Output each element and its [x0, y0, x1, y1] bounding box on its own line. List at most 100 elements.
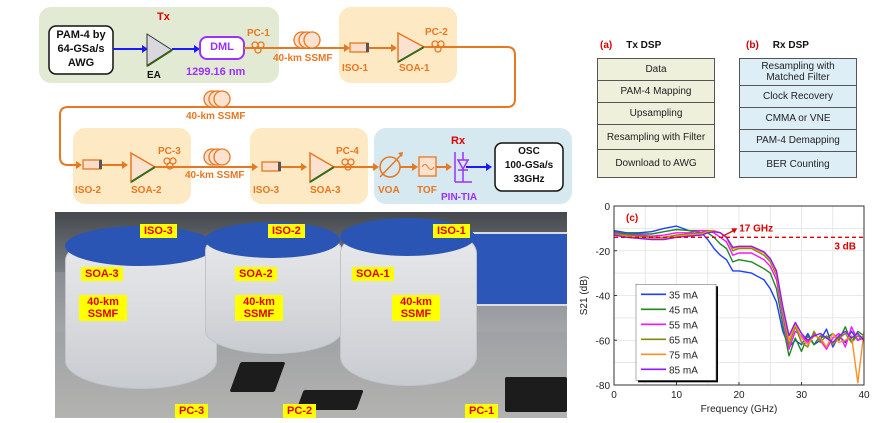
panel-tag-a: (a)	[600, 40, 613, 51]
iso3-label: ISO-3	[253, 185, 280, 196]
tx-dsp-step: Data	[598, 59, 714, 81]
fiber-loop	[59, 46, 516, 166]
osc-label: OSC 100-GSa/s 33GHz	[495, 145, 563, 187]
iso1-icon	[349, 42, 369, 53]
soa1-label: SOA-1	[399, 63, 430, 74]
pc1-device	[505, 377, 567, 412]
photo-tag-iso3: ISO-3	[140, 224, 177, 238]
photo-tag-pc1: PC-1	[465, 404, 499, 418]
ea-label: EA	[147, 70, 161, 81]
panel-tag-c: (c)	[626, 213, 638, 224]
tx-label: Tx	[157, 11, 170, 23]
tag-line: SSMF	[243, 308, 275, 320]
pc2-label: PC-2	[425, 27, 448, 38]
photo-tag-soa2: SOA-2	[235, 267, 277, 281]
y-tick-label: 0	[604, 202, 610, 213]
arrow-icon	[194, 45, 200, 53]
series-line-65mA	[613, 229, 865, 348]
arrow-icon	[142, 45, 148, 53]
rx-dsp-title: (b) Rx DSP	[746, 40, 809, 51]
tag-line: 40-km	[87, 296, 119, 308]
pc3-label: PC-3	[158, 146, 181, 157]
osc-line: 33GHz	[513, 174, 545, 185]
osc-line: 100-GSa/s	[504, 160, 554, 171]
x-tick-label: 0	[611, 390, 617, 401]
tx-dsp-step: Resampling with Filter	[598, 125, 714, 150]
y-tick-label: -40	[596, 292, 611, 303]
x-tick-label: 40	[858, 390, 870, 401]
awg-line: AWG	[67, 57, 95, 69]
x-tick-label: 20	[733, 390, 745, 401]
pc1-icon	[251, 41, 265, 54]
fiber-spool-icon	[203, 90, 231, 108]
legend-label: 55 mA	[669, 320, 698, 331]
osc-line: OSC	[518, 146, 540, 157]
panel-tag-b: (b)	[746, 40, 759, 51]
y-axis-label: S21 (dB)	[579, 276, 590, 315]
pc4-label: PC-4	[336, 146, 359, 157]
awg-label: PAM-4 by 64-GSa/s AWG	[49, 28, 113, 70]
y-tick-label: -80	[596, 381, 611, 392]
voa-label: VOA	[378, 185, 400, 196]
osc-box	[494, 142, 564, 192]
awg-line: PAM-4 by	[56, 29, 106, 41]
rx-dsp-step: Resampling with Matched Filter	[740, 59, 856, 86]
rx-dsp-step: CMMA or VNE	[740, 108, 856, 130]
soa2-label: SOA-2	[131, 185, 162, 196]
x-tick-label: 10	[671, 390, 683, 401]
lab-photo: ISO-3 ISO-2 ISO-1 SOA-3 SOA-2 SOA-1 40-k…	[55, 212, 567, 418]
iso3-icon	[261, 161, 281, 172]
photo-tag-pc3: PC-3	[175, 404, 209, 418]
iso2-label: ISO-2	[75, 185, 102, 196]
tag-line: SSMF	[400, 308, 432, 320]
tx-dsp-heading: Tx DSP	[626, 40, 662, 51]
tx-dsp-step: Upsampling	[598, 103, 714, 125]
arrow-head-icon	[731, 228, 738, 234]
awg-line: 64-GSa/s	[57, 43, 105, 55]
iso1-label: ISO-1	[342, 63, 369, 74]
fiber2-label: 40-km SSMF	[186, 111, 246, 122]
annotation-17ghz: 17 GHz	[739, 223, 773, 234]
iso2-icon	[82, 159, 102, 170]
tx-dsp-title: (a) Tx DSP	[600, 40, 661, 51]
x-axis-label: Frequency (GHz)	[701, 404, 778, 415]
legend-box	[635, 284, 717, 381]
fiber1-label: 40-km SSMF	[273, 53, 333, 64]
x-tick-label: 30	[796, 390, 808, 401]
legend-label: 75 mA	[669, 350, 698, 361]
pc1-label: PC-1	[247, 28, 270, 39]
arrow-17ghz	[721, 229, 735, 237]
series-line-55mA	[613, 229, 865, 350]
legend-label: 85 mA	[669, 365, 698, 376]
tag-line: 40-km	[243, 296, 275, 308]
tof-label: TOF	[417, 185, 437, 196]
rx-dsp-step: PAM-4 Demapping	[740, 130, 856, 152]
fiber-spool-icon	[203, 148, 231, 166]
soa3-label: SOA-3	[310, 185, 341, 196]
tx-dsp-step: Download to AWG	[615, 158, 697, 169]
y-tick-label: -60	[596, 336, 611, 347]
rx-dsp-heading: Rx DSP	[772, 40, 809, 51]
tx-dsp-step: PAM-4 Mapping	[598, 81, 714, 103]
tof-icon	[418, 156, 437, 177]
legend-label: 65 mA	[669, 335, 698, 346]
fiber-spool-icon	[293, 31, 321, 49]
fiber3-label: 40-km SSMF	[185, 170, 245, 181]
soa3-region	[250, 128, 368, 204]
tag-line: SSMF	[87, 308, 119, 320]
photo-tag-pc2: PC-2	[283, 404, 317, 418]
setup-diagram	[39, 7, 572, 204]
photo-tag-soa1: SOA-1	[352, 267, 394, 281]
legend-label: 35 mA	[669, 290, 698, 301]
threshold-3db-label: 3 dB	[834, 241, 856, 252]
photo-tag-soa3: SOA-3	[81, 267, 123, 281]
legend-label: 45 mA	[669, 305, 698, 316]
rx-dsp-step: BER Counting	[766, 159, 830, 170]
pin-tia-icon	[454, 152, 472, 183]
